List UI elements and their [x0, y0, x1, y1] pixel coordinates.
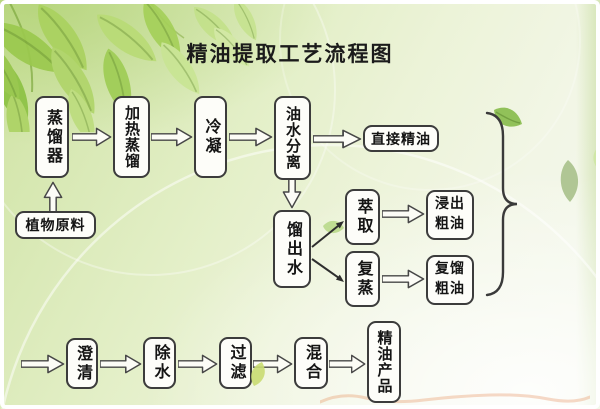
leaf-icon: [494, 107, 522, 127]
arrow-row2-start-icon: [21, 354, 65, 374]
arrow-dewater-to-filter-icon: [178, 354, 218, 374]
watermark-scribble: [320, 393, 590, 404]
node-remove-water: 除水: [143, 337, 176, 389]
node-oil-product: 精油产品: [367, 321, 401, 403]
node-mix: 混合: [294, 337, 328, 389]
node-leached-crude-oil: 浸出粗油: [426, 190, 474, 240]
arrow-still-to-heat-icon: [72, 127, 112, 147]
node-direct-oil: 直接精油: [363, 125, 439, 152]
arrow-extract-to-leached-icon: [382, 204, 425, 224]
node-redistilled-crude-oil: 复馏粗油: [426, 255, 474, 305]
node-plant-material: 植物原料: [15, 211, 96, 239]
node-extract: 萃取: [345, 189, 380, 245]
arrow-clarify-to-dewater-icon: [100, 354, 142, 374]
node-clarify: 澄清: [66, 338, 98, 389]
leaf-icon: [560, 160, 579, 202]
node-oil-water-separation: 油水分离: [274, 96, 311, 180]
node-filter: 过滤: [219, 337, 252, 389]
node-condense: 冷凝: [194, 96, 227, 178]
node-re-steam: 复蒸: [345, 251, 380, 307]
page-title: 精油提取工艺流程图: [186, 43, 394, 66]
arrow-separation-to-direct-oil-icon: [313, 129, 362, 149]
leaf-icon: [593, 145, 600, 171]
node-heat-distill: 加热蒸馏: [113, 96, 150, 178]
node-still: 蒸馏器: [35, 96, 69, 178]
arrow-distillate-to-extract-icon: [311, 221, 344, 248]
arrow-mix-to-product-icon: [329, 354, 366, 374]
node-distillate-water: 馏出水: [273, 210, 311, 288]
arrow-separation-to-distillate-icon: [282, 177, 302, 209]
arrow-plant-to-still-icon: [43, 181, 63, 212]
arrow-distillate-to-resteam-icon: [311, 258, 344, 282]
arrow-heat-to-condense-icon: [151, 127, 193, 147]
arrow-resteam-to-redistilled-icon: [382, 269, 425, 289]
grouping-brace-icon: [485, 111, 518, 297]
arrow-filter-to-mix-icon: [253, 354, 293, 374]
arrow-condense-to-separation-icon: [229, 127, 273, 147]
